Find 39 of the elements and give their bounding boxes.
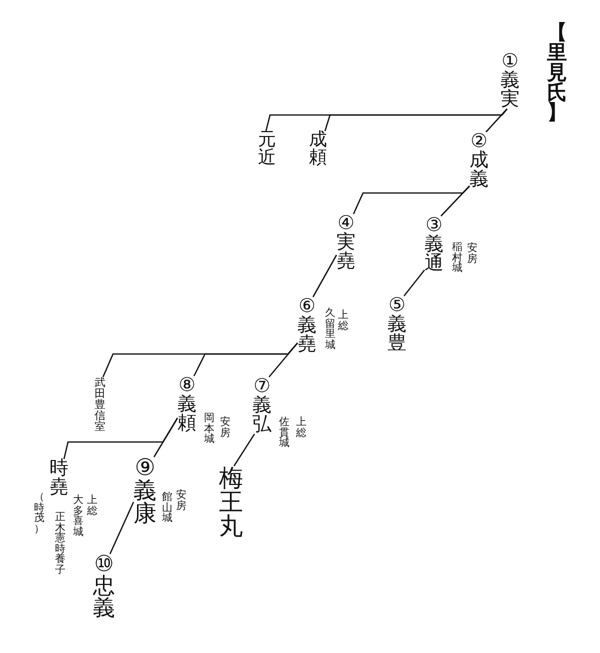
side-note: 上総: [296, 417, 306, 438]
person-name: ④実堯: [336, 214, 356, 271]
side-note: 上総: [338, 310, 348, 331]
side-note: 久留里城: [324, 308, 336, 350]
person-name: ⑧義頼: [178, 376, 196, 433]
lineage-line: [403, 270, 426, 296]
side-note: 正木憲時養子: [54, 512, 66, 575]
person-name: 梅王丸: [219, 466, 243, 538]
lineage-line: [63, 418, 178, 460]
side-note: 岡本城: [204, 413, 214, 444]
side-note: 安房: [466, 243, 478, 264]
person-name: 元近: [258, 131, 276, 167]
side-note: 安房: [176, 490, 186, 511]
side-note: 大多喜城: [72, 495, 84, 537]
person-name: ①義実: [500, 52, 520, 109]
person-name: ③義通: [424, 216, 444, 273]
lineage-line: [233, 434, 256, 466]
lineage-line: [102, 342, 298, 378]
person-name: ⑥義堯: [298, 297, 316, 354]
person-name: ⑨義康: [134, 457, 156, 526]
side-note: （時茂）: [34, 492, 44, 534]
title: 【里見氏】: [547, 22, 567, 122]
side-note: 安房: [220, 417, 230, 438]
lineage-line: [486, 108, 508, 132]
person-name: 武田豊信室: [94, 377, 106, 432]
person-name: 成頼: [309, 131, 327, 167]
lineage-line: [352, 186, 470, 214]
side-note: 稲村城: [452, 242, 462, 274]
lineage-line: [265, 108, 508, 132]
side-note: 上総: [86, 495, 98, 516]
side-note: 佐貫城: [278, 417, 290, 448]
person-name: ②成義: [470, 132, 488, 189]
lineage-line: [109, 502, 134, 554]
side-note: 館山城: [162, 492, 172, 524]
person-name: ⑦義弘: [252, 377, 272, 434]
person-name: ⑤義豊: [388, 296, 406, 353]
lineage-line: [312, 254, 338, 298]
person-name: ⑩忠義: [93, 554, 115, 620]
person-name: 時堯: [50, 459, 68, 497]
